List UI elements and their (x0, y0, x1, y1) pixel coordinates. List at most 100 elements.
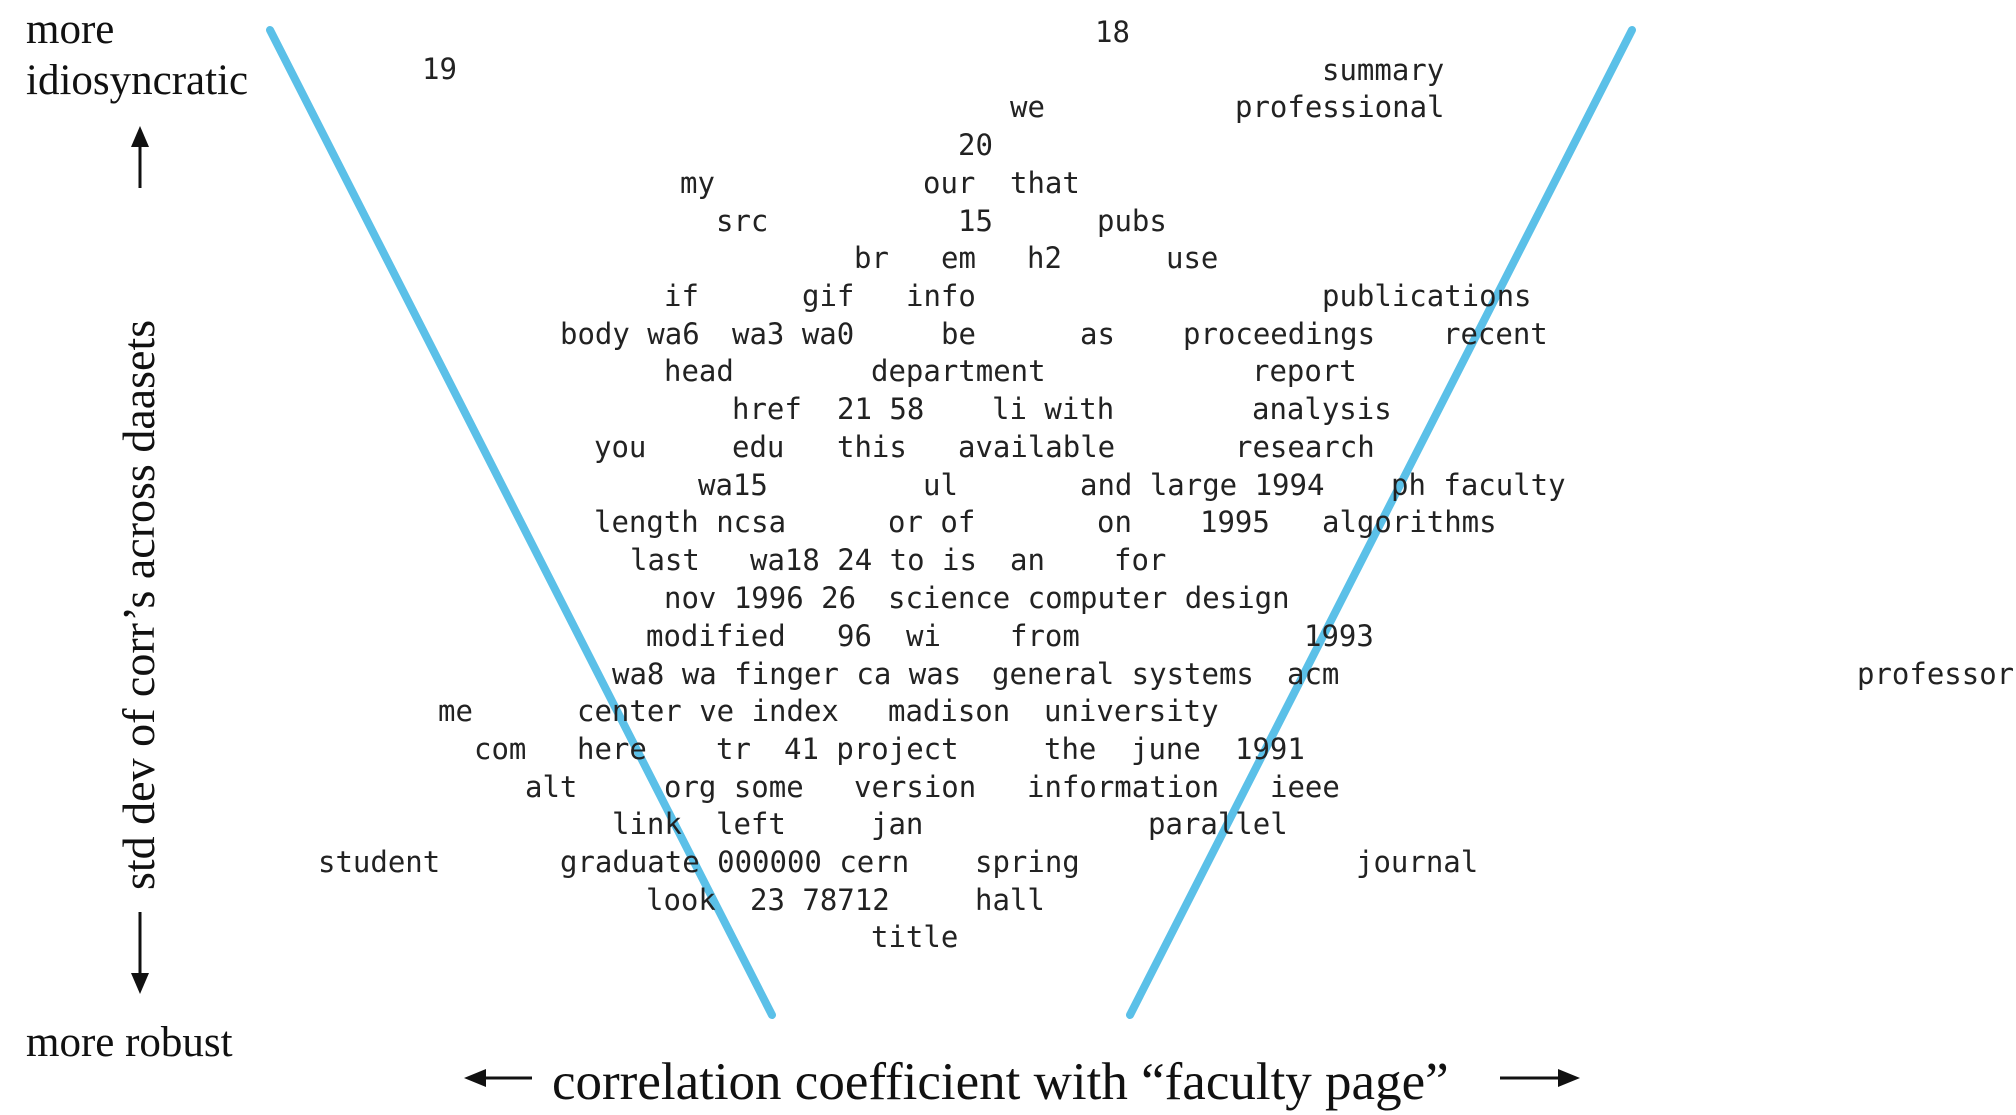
word: 20 (958, 128, 993, 162)
y-axis-up-arrow (131, 126, 149, 188)
word: 19 (422, 52, 457, 86)
word: and large 1994 (1080, 468, 1324, 502)
word: or of (888, 505, 975, 539)
word: recent (1443, 317, 1548, 351)
word: info (906, 279, 976, 313)
word: as (1080, 317, 1115, 351)
word: department (871, 354, 1046, 388)
word: wa18 24 to is (750, 543, 977, 577)
word: be (941, 317, 976, 351)
word: br (854, 241, 889, 275)
word: org some (664, 770, 804, 804)
word: 15 (958, 204, 993, 238)
word: available (958, 430, 1115, 464)
word: you (594, 430, 646, 464)
word: here (577, 732, 647, 766)
word: information (1027, 770, 1219, 804)
word-cloud: 18 19 summary we professional 20 my our … (318, 15, 2014, 954)
word: look (646, 883, 716, 917)
word: report (1252, 354, 1357, 388)
word: the (1044, 732, 1096, 766)
word: last (630, 543, 700, 577)
word: length ncsa (594, 505, 786, 539)
word: edu (732, 430, 784, 464)
word: we (1010, 90, 1045, 124)
right-v-line (1126, 26, 1636, 1019)
word: algorithms (1322, 505, 1497, 539)
word: wa8 wa finger ca was (612, 657, 961, 691)
word: wa3 wa0 (732, 317, 854, 351)
word: our (923, 166, 975, 200)
word: left (716, 807, 786, 841)
word: summary (1322, 53, 1444, 87)
word: acm (1287, 657, 1339, 691)
word: tr (716, 732, 751, 766)
word: wi (906, 619, 941, 653)
word: body wa6 (560, 317, 700, 351)
word: an (1010, 543, 1045, 577)
word: general systems (992, 657, 1254, 691)
word: for (1114, 543, 1166, 577)
word: me (438, 694, 473, 728)
word: version (854, 770, 976, 804)
word: graduate 000000 cern (560, 845, 909, 879)
word: gif (802, 279, 854, 313)
word: if (664, 279, 699, 313)
word: center ve index (577, 694, 839, 728)
word: parallel (1148, 807, 1288, 841)
word: href (732, 392, 802, 426)
word: professor (1857, 657, 2014, 691)
word: ul (923, 468, 958, 502)
word: proceedings (1183, 317, 1375, 351)
word: from (1010, 619, 1080, 653)
word: ieee (1270, 770, 1340, 804)
word: 23 78712 (750, 883, 890, 917)
x-axis-label: correlation coefficient with “faculty pa… (552, 1053, 1449, 1111)
word: 1995 (1200, 505, 1270, 539)
word: modified (646, 619, 786, 653)
word: journal (1356, 845, 1478, 879)
word: research (1235, 430, 1375, 464)
x-axis-left-arrow (464, 1069, 532, 1087)
word: link (612, 807, 682, 841)
word: this (837, 430, 907, 464)
more-robust-label: more robust (26, 1019, 233, 1066)
word: on (1097, 505, 1132, 539)
word: hall (975, 883, 1045, 917)
word: use (1166, 241, 1218, 275)
word: analysis (1252, 392, 1392, 426)
more-idiosyncratic-text: more idiosyncratic (26, 6, 249, 104)
word: madison (888, 694, 1010, 728)
word: h2 (1027, 241, 1062, 275)
x-axis-right-arrow (1500, 1069, 1580, 1087)
word: jan (871, 807, 923, 841)
y-axis-label: std dev of corr’s across daasets (113, 319, 164, 890)
word: 18 (1095, 15, 1130, 49)
word: nov 1996 26 (664, 581, 856, 615)
word: university (1044, 694, 1219, 728)
left-v-line (266, 26, 776, 1019)
word: 1991 (1235, 732, 1305, 766)
word: 41 project (784, 732, 959, 766)
word: alt (525, 770, 577, 804)
word: 96 (837, 619, 872, 653)
word: em (941, 241, 976, 275)
word: student (318, 845, 440, 879)
y-axis-down-arrow (131, 912, 149, 994)
word: 21 58 (837, 392, 924, 426)
word: pubs (1097, 204, 1167, 238)
word: 1993 (1304, 619, 1374, 653)
word: june (1131, 732, 1201, 766)
word: title (871, 920, 958, 954)
word: that (1010, 166, 1080, 200)
word: head (664, 354, 734, 388)
word: com (474, 732, 526, 766)
word: src (716, 204, 768, 238)
word: wa15 (698, 468, 768, 502)
word: publications (1322, 279, 1532, 313)
word: spring (975, 845, 1080, 879)
word: my (680, 166, 715, 200)
word: li with (992, 392, 1114, 426)
